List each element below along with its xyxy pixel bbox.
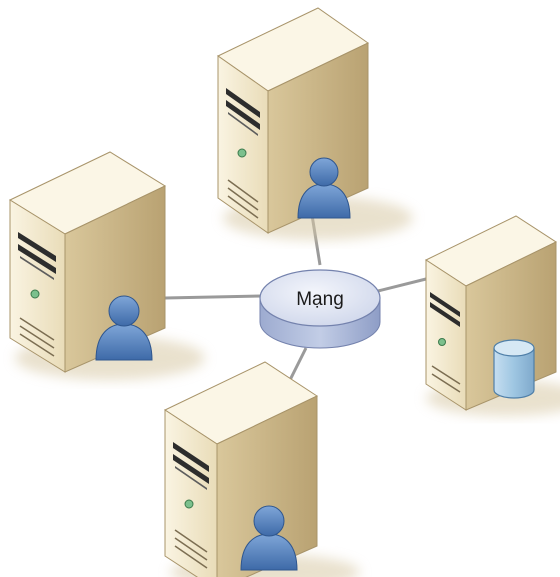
database-icon [493,339,535,399]
server-left [8,151,205,380]
user-icon [95,295,153,361]
server-bottom [163,361,360,577]
user-icon [240,505,298,571]
user-icon [297,157,351,219]
hub-label: Mạng [296,289,344,310]
network-hub: Mạng [259,269,381,349]
server-right [424,215,560,416]
link-right [377,276,431,293]
server-top [217,7,413,240]
link-left [164,294,263,300]
